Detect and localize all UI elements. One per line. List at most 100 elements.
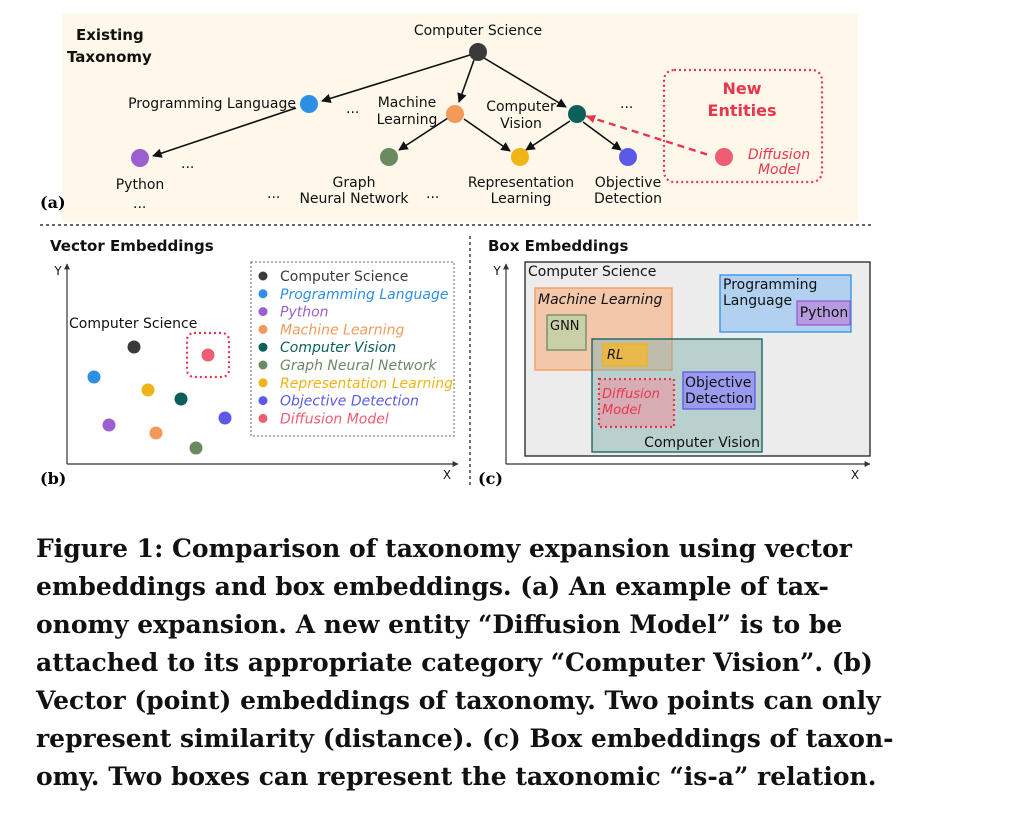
node-computer-vision bbox=[568, 105, 586, 123]
legend-label: Objective Detection bbox=[280, 394, 419, 410]
ellipsis-6: ... bbox=[133, 196, 146, 212]
point-computer-vision bbox=[174, 392, 188, 406]
box-gnn bbox=[546, 314, 587, 351]
taxonomy-figure: Existing Taxonomy Computer Science Progr… bbox=[40, 14, 872, 488]
node-representation-learning bbox=[511, 148, 529, 166]
legend-label: Machine Learning bbox=[280, 322, 404, 338]
label-python: Python bbox=[116, 177, 165, 193]
point-representation-learning bbox=[149, 426, 163, 440]
label-machine-learning-1: Machine bbox=[378, 95, 437, 111]
legend-marker bbox=[258, 307, 268, 317]
edge-cs-cv bbox=[483, 57, 567, 108]
label-diffusion-model-1: Diffusion bbox=[748, 147, 810, 163]
box-objective-detection bbox=[682, 371, 756, 410]
figure-caption: Figure 1: Comparison of taxonomy expansi… bbox=[36, 530, 894, 796]
legend-marker bbox=[258, 289, 268, 299]
label-objective-detection-2: Detection bbox=[594, 191, 662, 207]
edge-cv-rl bbox=[525, 120, 571, 151]
panel-a-heading-line2: Taxonomy bbox=[67, 48, 152, 66]
panel-c: Box Embeddings Y X Computer Science Mach… bbox=[478, 237, 871, 488]
legend-label: Programming Language bbox=[280, 287, 448, 303]
arrowhead-dm bbox=[586, 115, 596, 123]
legend-label: Python bbox=[280, 305, 329, 321]
caption-line: onomy expansion. A new entity “Diffusion… bbox=[36, 610, 843, 639]
point-graph-neural-network bbox=[189, 441, 203, 455]
panel-b-y-label: Y bbox=[53, 264, 62, 278]
node-objective-detection bbox=[619, 148, 637, 166]
taxonomy-edges bbox=[152, 54, 622, 158]
point-python bbox=[102, 418, 116, 432]
legend-label: Graph Neural Network bbox=[280, 358, 437, 374]
box-label-objective-detection-2: Detection bbox=[685, 391, 753, 407]
label-representation-learning-2: Learning bbox=[491, 191, 552, 207]
box-label-computer-science: Computer Science bbox=[528, 264, 656, 280]
box-python bbox=[796, 300, 851, 326]
panel-b-letter: (b) bbox=[40, 469, 66, 488]
panel-b-x-label: X bbox=[443, 468, 451, 482]
point-objective-detection bbox=[218, 411, 232, 425]
edge-ml-rl bbox=[463, 118, 511, 152]
node-computer-science bbox=[469, 43, 487, 61]
node-graph-neural-network bbox=[380, 148, 398, 166]
label-computer-vision-2: Vision bbox=[500, 116, 542, 132]
panel-c-x-label: X bbox=[851, 468, 859, 482]
legend-marker bbox=[258, 342, 268, 352]
caption-line: represent similarity (distance). (c) Box… bbox=[36, 724, 894, 753]
box-representation-learning bbox=[602, 343, 648, 367]
panel-c-title: Box Embeddings bbox=[488, 237, 628, 255]
caption-line: omy. Two boxes can represent the taxonom… bbox=[36, 762, 877, 791]
legend-frame bbox=[250, 261, 455, 437]
label-programming-language: Programming Language bbox=[128, 96, 296, 112]
node-python bbox=[131, 149, 149, 167]
new-entities-title-2: Entities bbox=[708, 101, 777, 120]
label-objective-detection-1: Objective bbox=[595, 175, 661, 191]
box-label-diffusion-model-1: Diffusion bbox=[602, 387, 660, 402]
box-label-computer-vision: Computer Vision bbox=[644, 435, 760, 451]
node-diffusion-model bbox=[715, 148, 733, 166]
edge-ml-gnn bbox=[398, 117, 449, 151]
new-entities-title-1: New bbox=[722, 79, 761, 98]
panel-b-title: Vector Embeddings bbox=[50, 237, 214, 255]
panel-a: Existing Taxonomy Computer Science Progr… bbox=[40, 14, 858, 222]
box-label-objective-detection-1: Objective bbox=[685, 375, 751, 391]
new-entities-box bbox=[662, 68, 824, 184]
box-label-python: Python bbox=[800, 305, 849, 321]
ellipsis-4: ... bbox=[267, 186, 280, 202]
caption-line: embeddings and box embeddings. (a) An ex… bbox=[36, 572, 829, 601]
ellipsis-2: ... bbox=[620, 96, 633, 112]
node-machine-learning bbox=[446, 105, 464, 123]
legend-label: Computer Science bbox=[280, 269, 408, 285]
point-machine-learning bbox=[141, 383, 155, 397]
edge-cs-ml bbox=[457, 59, 475, 103]
panel-c-letter: (c) bbox=[478, 469, 503, 488]
label-graph-neural-network-1: Graph bbox=[333, 175, 376, 191]
edge-pl-python bbox=[152, 107, 297, 158]
caption-line: Figure 1: Comparison of taxonomy expansi… bbox=[36, 534, 852, 563]
ellipsis-5: ... bbox=[426, 186, 439, 202]
label-machine-learning-2: Learning bbox=[377, 112, 438, 128]
point-diffusion-model bbox=[201, 348, 215, 362]
legend-label: Representation Learning bbox=[280, 376, 453, 392]
legend-marker bbox=[258, 324, 268, 334]
box-label-machine-learning: Machine Learning bbox=[538, 292, 662, 308]
label-diffusion-model-2: Model bbox=[758, 162, 800, 178]
panel-c-y-label: Y bbox=[492, 264, 501, 278]
point-programming-language bbox=[87, 370, 101, 384]
caption-line: Vector (point) embeddings of taxonomy. T… bbox=[36, 686, 881, 715]
point-label-computer-science: Computer Science bbox=[69, 316, 197, 332]
legend-marker bbox=[258, 271, 268, 281]
box-label-gnn: GNN bbox=[550, 319, 580, 334]
box-label-programming-language-2: Language bbox=[723, 293, 792, 309]
legend-marker bbox=[258, 413, 268, 423]
legend-label: Computer Vision bbox=[280, 340, 396, 356]
box-label-diffusion-model-2: Model bbox=[602, 403, 641, 418]
label-representation-learning-1: Representation bbox=[468, 175, 574, 191]
panel-b: Vector Embeddings Y X Computer Science C… bbox=[40, 237, 459, 488]
legend-marker bbox=[258, 396, 268, 406]
node-programming-language bbox=[300, 95, 318, 113]
legend-marker bbox=[258, 360, 268, 370]
box-label-rl: RL bbox=[607, 348, 623, 363]
edge-cv-dm-dashed bbox=[585, 114, 713, 158]
